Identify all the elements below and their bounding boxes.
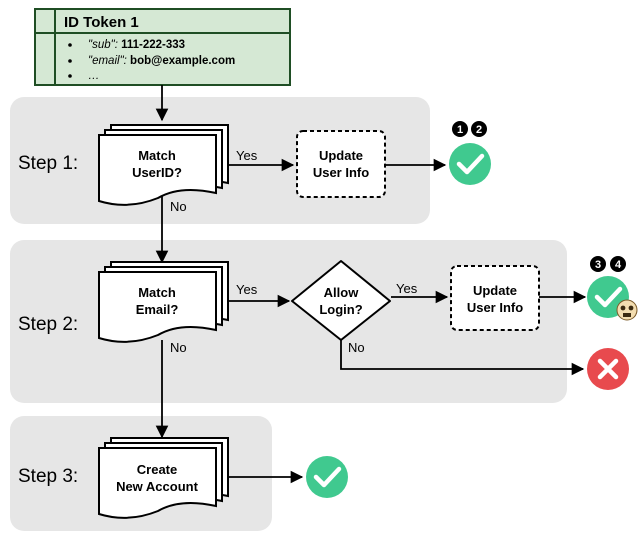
edge-label-yes-1: Yes <box>236 148 258 163</box>
match-email-line1: Match <box>138 285 176 300</box>
badge-4: 4 <box>610 256 626 272</box>
svg-text:3: 3 <box>595 259 601 271</box>
edge-label-yes-2: Yes <box>236 282 258 297</box>
allow-login-line1: Allow <box>324 285 360 300</box>
token-title: ID Token 1 <box>64 14 139 31</box>
allow-login-node: Allow Login? <box>291 260 391 341</box>
edge-label-no-1: No <box>170 199 187 214</box>
check-circle-icon <box>449 143 491 185</box>
edge-label-no-3: No <box>348 340 365 355</box>
id-token-card: ID Token 1 "sub": 111-222-333 "email": b… <box>34 8 291 86</box>
update-user-info-node-2: Update User Info <box>450 265 540 331</box>
match-userid-line1: Match <box>138 148 176 163</box>
update-2-line2: User Info <box>467 300 523 315</box>
create-line1: Create <box>137 462 177 477</box>
svg-text:4: 4 <box>615 259 622 271</box>
badge-3: 3 <box>590 256 606 272</box>
svg-text:1: 1 <box>457 124 463 136</box>
match-userid-node: Match UserID? <box>98 124 229 206</box>
edge-label-yes-3: Yes <box>396 281 418 296</box>
match-userid-line2: UserID? <box>132 165 182 180</box>
update-user-info-node-1: Update User Info <box>296 130 386 198</box>
badge-2: 2 <box>471 121 487 137</box>
svg-text:2: 2 <box>476 124 482 136</box>
edge-label-no-2: No <box>170 340 187 355</box>
allow-login-line2: Login? <box>319 302 362 317</box>
update-2-line1: Update <box>473 283 517 298</box>
claim-sub: "sub": 111-222-333 <box>88 39 185 51</box>
cross-circle-icon <box>587 348 629 390</box>
update-1-line2: User Info <box>313 165 369 180</box>
claim-email: "email": bob@example.com <box>88 55 235 67</box>
create-account-node: Create New Account <box>98 437 229 519</box>
update-1-line1: Update <box>319 148 363 163</box>
claim-more: … <box>88 70 100 82</box>
step-2-label: Step 2: <box>18 314 78 335</box>
create-line2: New Account <box>116 479 199 494</box>
match-email-node: Match Email? <box>98 261 229 343</box>
step-3-label: Step 3: <box>18 466 78 487</box>
match-email-line2: Email? <box>136 302 179 317</box>
arrow-allow-no <box>340 336 585 376</box>
check-circle-icon <box>306 456 348 498</box>
badge-1: 1 <box>452 121 468 137</box>
skull-icon <box>616 299 638 321</box>
step-1-label: Step 1: <box>18 153 78 174</box>
